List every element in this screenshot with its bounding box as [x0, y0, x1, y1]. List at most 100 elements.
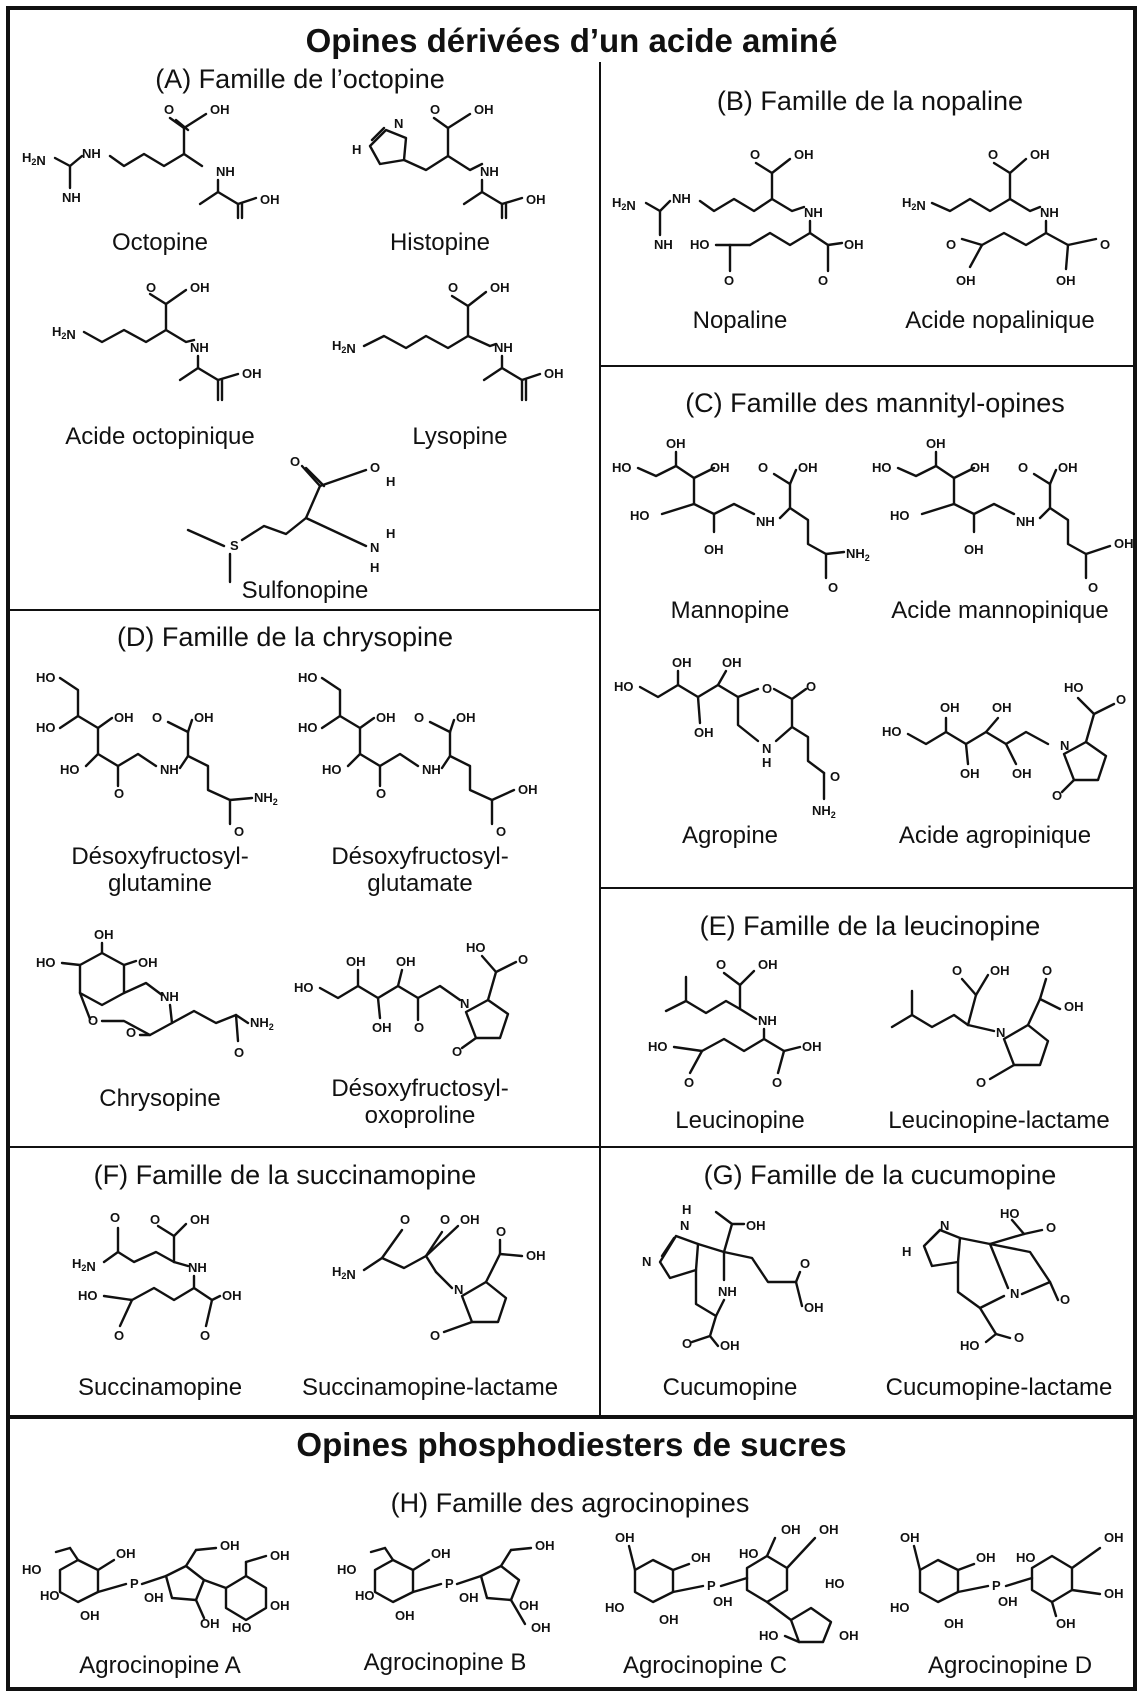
atom-label: O	[1046, 1220, 1056, 1235]
atom-label: OH	[672, 655, 692, 670]
acide-agropinique-structure: OH OH HO OH OH N HO O O	[882, 680, 1126, 803]
atom-label: HO	[36, 720, 56, 735]
nopaline-label: Nopaline	[692, 307, 788, 334]
atom-label: OH	[666, 436, 686, 451]
desoxyfructosyl-glutamate-structure: HO HO OH HO NH OH O O OH O	[298, 670, 538, 839]
atom-label: O	[1052, 788, 1062, 803]
desoxyfructosyl-oxoproline-label: Désoxyfructosyl- oxoproline	[300, 1075, 540, 1129]
atom-label: NH	[160, 989, 179, 1004]
atom-label: O	[800, 1256, 810, 1271]
atom-label: O	[988, 147, 998, 162]
atom-label: NH	[480, 164, 499, 179]
atom-label: P	[707, 1578, 716, 1593]
atom-label: HO	[882, 724, 902, 739]
atom-label: O	[682, 1336, 692, 1351]
atom-label: NH2	[250, 1015, 274, 1032]
atom-label: HO	[322, 762, 342, 777]
atom-label: O	[1116, 692, 1126, 707]
nopaline-structure: H2N NH NH NH OH HO OH O O O	[612, 147, 864, 288]
atom-label: O	[290, 454, 300, 469]
acide-octopinique-structure: H2N NH OH OH O	[52, 280, 262, 402]
atom-label: HO	[612, 460, 632, 475]
atom-label: OH	[804, 1300, 824, 1315]
atom-label: HO	[872, 460, 892, 475]
atom-label: OH	[713, 1594, 733, 1609]
atom-label: O	[150, 1212, 160, 1227]
atom-label: NH	[718, 1284, 737, 1299]
divider-d-f	[10, 1146, 1133, 1148]
atom-label: O	[684, 1075, 694, 1090]
atom-label: OH	[976, 1550, 996, 1565]
atom-label: HO	[337, 1562, 357, 1577]
atom-label: HO	[1000, 1206, 1020, 1221]
atom-label: OH	[116, 1546, 136, 1561]
atom-label: OH	[210, 102, 230, 117]
atom-label: OH	[544, 366, 564, 381]
atom-label: OH	[998, 1594, 1018, 1609]
main-title-sugar-phosphodiester-opines: Opines phosphodiesters de sucres	[296, 1426, 847, 1463]
atom-label: OH	[1114, 536, 1134, 551]
cucumopine-lactame-label: Cucumopine-lactame	[885, 1374, 1113, 1401]
atom-label: OH	[691, 1550, 711, 1565]
atom-label: O	[88, 1013, 98, 1028]
histopine-structure: H N NH OH OH O	[352, 102, 546, 220]
atom-label: NH	[494, 340, 513, 355]
atom-label: S	[230, 538, 239, 553]
agrocinopine-c-label: Agrocinopine C	[622, 1652, 788, 1679]
sulfonopine-label: Sulfonopine	[241, 577, 369, 604]
label-line: glutamate	[367, 870, 473, 897]
atom-label: H	[902, 1244, 911, 1259]
atom-label: HO	[294, 980, 314, 995]
section-a-heading: (A) Famille de l’octopine	[155, 64, 445, 94]
atom-label: OH	[659, 1612, 679, 1627]
acide-octopinique-label: Acide octopinique	[65, 423, 255, 450]
atom-label: OH	[535, 1538, 555, 1553]
acide-mannopinique-label: Acide mannopinique	[891, 597, 1109, 624]
label-line: Désoxyfructosyl-	[331, 1075, 509, 1102]
mannopine-structure: OH HO OH HO OH NH OH O NH2 O	[612, 436, 870, 595]
atom-label: OH	[794, 147, 814, 162]
atom-label: OH	[144, 1590, 164, 1605]
atom-label: OH	[944, 1616, 964, 1631]
section-f-heading: (F) Famille de la succinamopine	[93, 1160, 477, 1190]
atom-label: OH	[200, 1616, 220, 1631]
atom-label: OH	[376, 710, 396, 725]
atom-label: N	[680, 1218, 689, 1233]
atom-label: O	[830, 769, 840, 784]
atom-label: O	[126, 1025, 136, 1040]
atom-label: H2N	[902, 195, 926, 213]
atom-label: O	[1018, 460, 1028, 475]
atom-label: OH	[1012, 766, 1032, 781]
atom-label: NH	[672, 191, 691, 206]
atom-label: NH	[1016, 514, 1035, 529]
atom-label: HO	[759, 1628, 779, 1643]
atom-label: OH	[1056, 273, 1076, 288]
atom-label: OH	[459, 1590, 479, 1605]
atom-label: OH	[900, 1530, 920, 1545]
atom-label: O	[376, 786, 386, 801]
atom-label: OH	[956, 273, 976, 288]
mannopine-label: Mannopine	[670, 597, 790, 624]
atom-label: N	[762, 741, 771, 756]
atom-label: HO	[825, 1576, 845, 1591]
desoxyfructosyl-glutamine-structure: HO HO OH HO NH OH O O NH2 O	[36, 670, 278, 839]
atom-label: HO	[614, 679, 634, 694]
atom-label: O	[806, 679, 816, 694]
agrocinopine-b-structure: HO HO OH OH P OH OH OH OH	[337, 1538, 555, 1635]
atom-label: OH	[431, 1546, 451, 1561]
cucumopine-structure: H N N OH NH O OH O OH	[642, 1202, 824, 1353]
atom-label: OH	[704, 542, 724, 557]
atom-label: O	[750, 147, 760, 162]
leucinopine-lactame-structure: OH O O OH N O	[890, 963, 1084, 1090]
atom-label: OH	[746, 1218, 766, 1233]
atom-label: O	[110, 1210, 120, 1225]
atom-label: O	[146, 280, 156, 295]
atom-label: NH	[82, 146, 101, 161]
atom-label: N	[940, 1218, 949, 1233]
atom-label: O	[952, 963, 962, 978]
atom-label: HO	[298, 720, 318, 735]
atom-label: O	[430, 1328, 440, 1343]
agrocinopine-d-label: Agrocinopine D	[927, 1652, 1093, 1679]
desoxyfructosyl-glutamine-label: Désoxyfructosyl- glutamine	[40, 843, 280, 897]
atom-label: O	[1088, 580, 1098, 595]
